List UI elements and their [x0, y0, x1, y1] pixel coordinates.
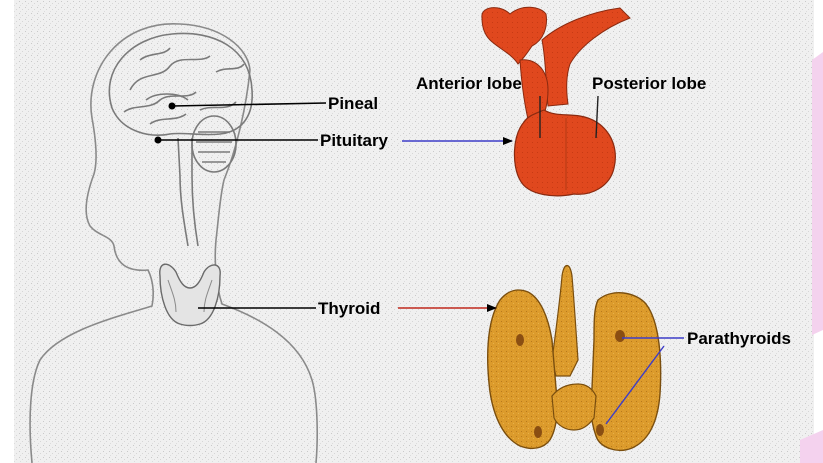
parathyroid-dot — [516, 334, 524, 346]
label-pituitary: Pituitary — [320, 131, 389, 150]
parathyroid-dot — [615, 330, 625, 342]
label-pineal: Pineal — [328, 94, 378, 113]
parathyroid-dot — [534, 426, 542, 438]
parathyroid-dot — [596, 424, 604, 436]
label-thyroid: Thyroid — [318, 299, 380, 318]
label-posterior-lobe: Posterior lobe — [592, 74, 706, 93]
pink-edge-tint — [812, 52, 823, 335]
speckle-panel — [14, 0, 814, 463]
label-anterior-lobe: Anterior lobe — [416, 74, 522, 93]
label-parathyroids: Parathyroids — [687, 329, 791, 348]
